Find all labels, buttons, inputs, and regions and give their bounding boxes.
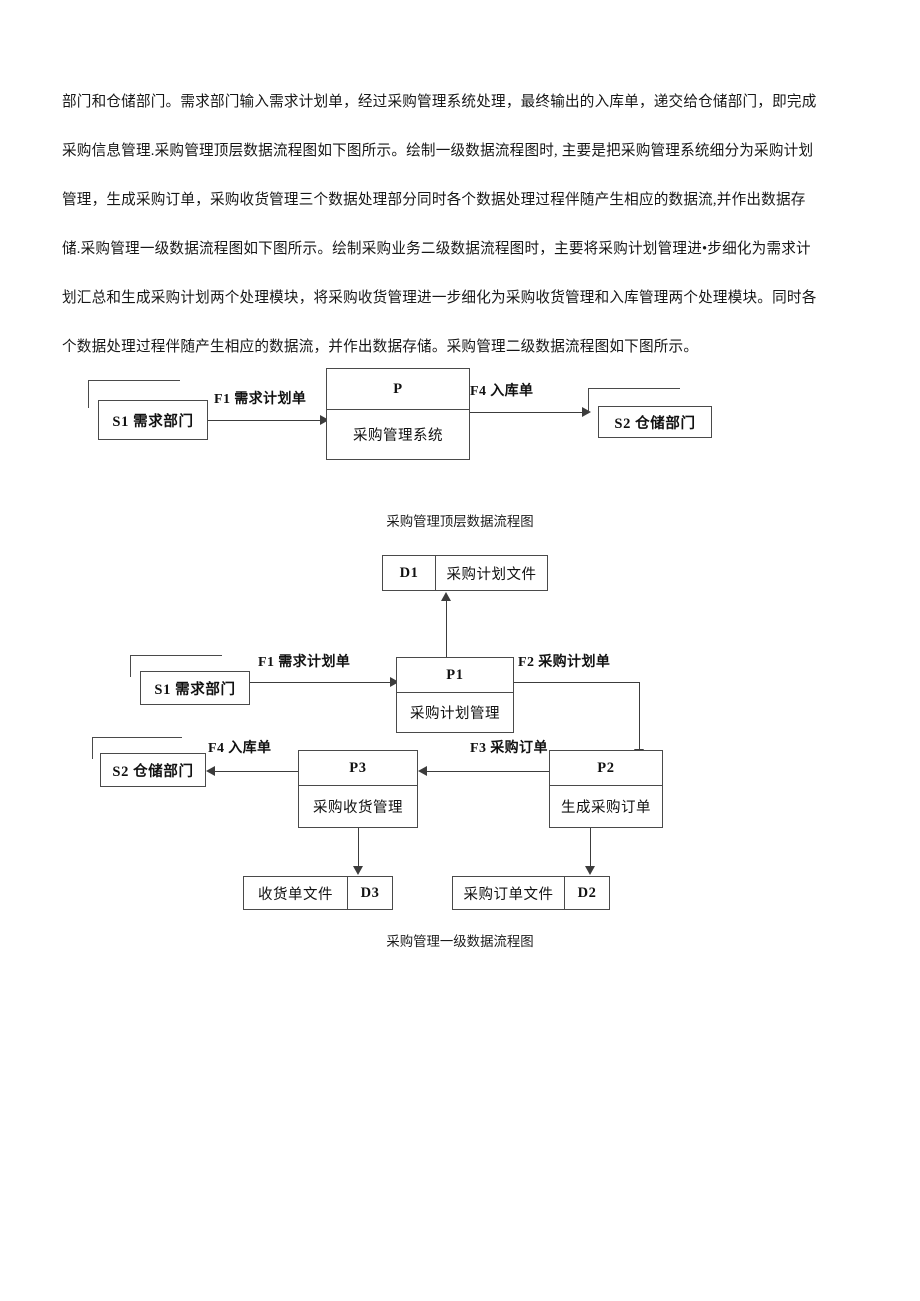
process-p3-name: 采购收货管理	[313, 800, 403, 816]
flow-line-f1	[208, 420, 325, 421]
figure-top-level-caption: 采购管理顶层数据流程图	[386, 514, 534, 529]
flow-label-f3: F3 采购订单	[470, 741, 548, 756]
process-p2-name: 生成采购订单	[561, 800, 651, 816]
flow-line-p3-to-d3	[358, 828, 359, 869]
process-p2-generate-order: P2 生成采购订单	[549, 750, 663, 828]
paragraph-line: 管理，生成采购订单，采购收货管理三个数据处理部分同时各个数据处理过程伴随产生相应…	[62, 192, 806, 208]
flow-line-f3	[427, 771, 549, 772]
flow-line-p2-to-d2	[590, 828, 591, 869]
paragraph-line: 划汇总和生成采购计划两个处理模块，将采购收货管理进一步细化为采购收货管理和入库管…	[62, 290, 817, 306]
process-p1-plan-management: P1 采购计划管理	[396, 657, 514, 733]
entity-s1-label: S1 需求部门	[112, 413, 194, 430]
store-d2-label: 采购订单文件	[463, 886, 554, 903]
store-d1-label: 采购计划文件	[446, 566, 537, 583]
process-p2-id: P2	[550, 751, 662, 786]
figure-top-level-canvas: S1 需求部门 F1 需求计划单 P 采购管理系统 F4 入库单 S2 仓储部门	[0, 368, 920, 488]
store-d1-id: D1	[399, 564, 419, 581]
flow-line-f2-vertical	[639, 682, 640, 751]
process-p-name: 采购管理系统	[353, 428, 443, 444]
store-d3-divider	[347, 877, 348, 909]
process-p3-receiving-management: P3 采购收货管理	[298, 750, 418, 828]
flow-arrowhead-f1-level1	[390, 677, 399, 687]
paragraph-line: 个数据处理过程伴随产生相应的数据流，并作出数据存储。采购管理二级数据流程图如下图…	[62, 339, 699, 355]
flow-line-f1-level1	[250, 682, 396, 683]
figure-level1-dfd: D1 采购计划文件 S1 需求部门 F1 需求计划单 P1 采购计划管理 F2 …	[0, 545, 920, 950]
figure-top-level-dfd: S1 需求部门 F1 需求计划单 P 采购管理系统 F4 入库单 S2 仓储部门…	[0, 368, 920, 530]
store-d2-purchase-order-file: 采购订单文件 D2	[452, 876, 610, 910]
entity-shadow-hook-s1-level1	[130, 655, 222, 677]
entity-s2-label-level1: S2 仓储部门	[112, 763, 194, 780]
flow-line-p1-to-d1	[446, 601, 447, 657]
document-body: 部门和仓储部门。需求部门输入需求计划单，经过采购管理系统处理，最终输出的入库单，…	[62, 78, 862, 372]
store-d3-id: D3	[360, 884, 380, 901]
flow-arrowhead-p2-to-d2	[585, 866, 595, 875]
store-d2-divider	[564, 877, 565, 909]
process-p-purchasing-system: P 采购管理系统	[326, 368, 470, 460]
paragraph-line: 部门和仓储部门。需求部门输入需求计划单，经过采购管理系统处理，最终输出的入库单，…	[62, 94, 817, 110]
process-p-id: P	[327, 369, 469, 410]
entity-s2-warehouse-dept-level1: S2 仓储部门	[100, 753, 206, 787]
store-d1-purchase-plan-file: D1 采购计划文件	[382, 555, 548, 591]
entity-shadow-hook-s1	[88, 380, 180, 408]
store-d3-label: 收货单文件	[258, 886, 333, 903]
entity-shadow-hook-s2	[588, 388, 680, 412]
entity-s1-demand-dept-level1: S1 需求部门	[140, 671, 250, 705]
figure-level1-caption: 采购管理一级数据流程图	[386, 934, 534, 949]
flow-label-f1-level1: F1 需求计划单	[258, 655, 351, 670]
flow-label-f1: F1 需求计划单	[214, 392, 307, 407]
flow-label-f4: F4 入库单	[470, 384, 534, 399]
process-p3-id: P3	[299, 751, 417, 786]
store-d1-divider	[435, 556, 436, 590]
flow-label-f2: F2 采购计划单	[518, 655, 611, 670]
entity-shadow-hook-s2-level1	[92, 737, 182, 759]
entity-s1-demand-dept: S1 需求部门	[98, 400, 208, 440]
figure-level1-canvas: D1 采购计划文件 S1 需求部门 F1 需求计划单 P1 采购计划管理 F2 …	[0, 545, 920, 920]
store-d2-id: D2	[577, 884, 597, 901]
process-p1-name: 采购计划管理	[410, 706, 500, 722]
entity-s1-label-level1: S1 需求部门	[154, 681, 236, 698]
entity-s2-label: S2 仓储部门	[614, 415, 696, 432]
flow-arrowhead-f4-level1	[206, 766, 215, 776]
paragraph-line: 储.采购管理一级数据流程图如下图所示。绘制采购业务二级数据流程图时，主要将采购计…	[62, 241, 811, 257]
paragraph-line: 采购信息管理.采购管理顶层数据流程图如下图所示。绘制一级数据流程图时, 主要是把…	[62, 143, 814, 159]
flow-arrowhead-p3-to-d3	[353, 866, 363, 875]
flow-label-f4-level1: F4 入库单	[208, 741, 272, 756]
flow-arrowhead-f3	[418, 766, 427, 776]
flow-line-f2-horizontal	[514, 682, 640, 683]
flow-arrowhead-p1-to-d1	[441, 592, 451, 601]
flow-arrowhead-f4	[582, 407, 591, 417]
flow-line-f4-level1	[215, 771, 298, 772]
flow-arrowhead-f1	[320, 415, 329, 425]
store-d3-receipt-file: 收货单文件 D3	[243, 876, 393, 910]
flow-line-f4	[470, 412, 587, 413]
process-p1-id: P1	[397, 658, 513, 693]
entity-s2-warehouse-dept: S2 仓储部门	[598, 406, 712, 438]
